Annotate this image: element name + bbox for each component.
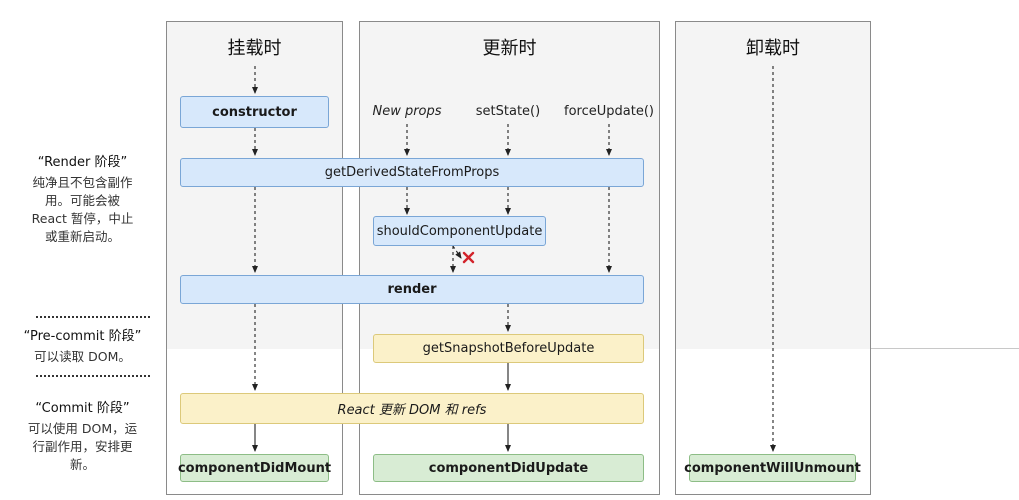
render-phase-title: “Render 阶段”	[37, 155, 128, 170]
mount-column-title: 挂载时	[227, 38, 282, 59]
precommit-phase-desc: 可以读取 DOM。	[34, 349, 131, 364]
precommit-phase-label: “Pre-commit 阶段” 可以读取 DOM。	[0, 328, 165, 366]
precommit-phase-title: “Pre-commit 阶段”	[23, 329, 142, 344]
render-phase-label: “Render 阶段” 纯净且不包含副作 用。可能会被 React 暂停，中止 …	[0, 154, 165, 246]
component-did-mount-box: componentDidMount	[178, 454, 331, 482]
get-derived-state-from-props-box: getDerivedStateFromProps	[180, 158, 644, 187]
phase-separator-2	[36, 375, 150, 377]
render-phase-desc: 纯净且不包含副作 用。可能会被 React 暂停，中止 或重新启动。	[31, 175, 134, 244]
trigger-force-update: forceUpdate()	[564, 104, 654, 119]
commit-phase-desc: 可以使用 DOM，运 行副作用，安排更 新。	[27, 421, 138, 472]
trigger-new-props: New props	[372, 104, 442, 119]
should-component-update-box: shouldComponentUpdate	[373, 216, 546, 246]
phase-separator-1	[36, 316, 150, 318]
render-box: render	[180, 275, 644, 304]
react-update-dom-refs-box: React 更新 DOM 和 refs	[180, 393, 644, 424]
phase-divider-right	[871, 348, 1019, 349]
get-snapshot-before-update-box: getSnapshotBeforeUpdate	[373, 334, 644, 363]
component-did-update-box: componentDidUpdate	[373, 454, 644, 482]
commit-phase-title: “Commit 阶段”	[35, 401, 130, 416]
unmount-column-title: 卸载时	[746, 38, 800, 59]
component-will-unmount-box: componentWillUnmount	[684, 454, 861, 482]
update-column-title: 更新时	[482, 38, 537, 59]
arrow-scu-false-branch	[452, 245, 462, 259]
commit-phase-label: “Commit 阶段” 可以使用 DOM，运 行副作用，安排更 新。	[0, 400, 165, 474]
trigger-set-state: setState()	[475, 104, 541, 119]
constructor-box: constructor	[180, 96, 329, 128]
cancel-x-icon	[462, 251, 475, 264]
